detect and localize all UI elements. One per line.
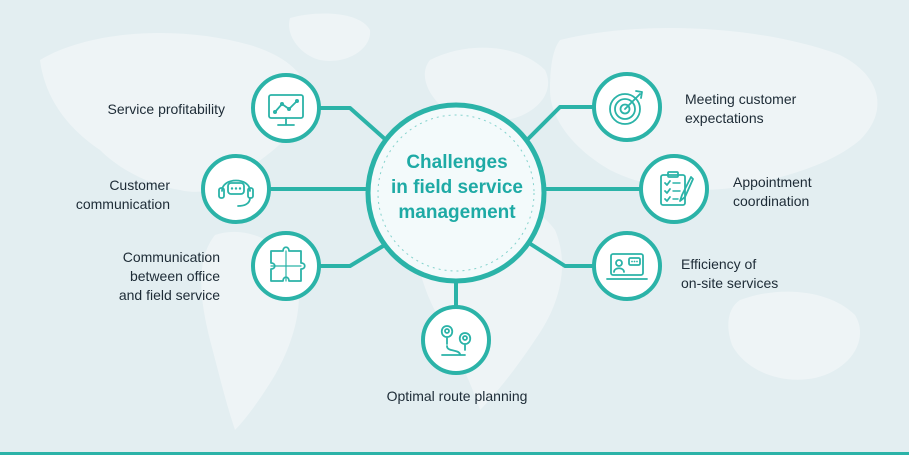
node-service-profitability — [251, 73, 321, 143]
connector-lines — [267, 105, 643, 309]
clipboard-checklist-icon — [660, 171, 694, 206]
node-circle-optimal-route-planning — [421, 305, 491, 375]
bottom-accent-line — [0, 452, 909, 455]
label-appointment-coordination: Appointment coordination — [733, 174, 812, 209]
connector-onsite-efficiency — [527, 241, 596, 268]
map-asia — [550, 28, 878, 190]
challenge-nodes — [201, 72, 709, 375]
node-office-field-communication — [251, 231, 321, 301]
label-meeting-customer-expectations: Meeting customer expectations — [685, 91, 797, 126]
node-circle-appointment-coordination — [639, 154, 709, 224]
node-meeting-customer-expectations — [592, 72, 662, 142]
label-onsite-efficiency: Efficiency of on-site services — [681, 256, 779, 291]
hub-title: Challenges in field service management — [390, 152, 523, 223]
label-customer-communication: Customer communication — [75, 177, 170, 212]
connector-service-profitability — [317, 106, 388, 142]
target-arrow-icon — [609, 90, 643, 125]
world-map-background — [40, 13, 878, 430]
node-appointment-coordination — [639, 154, 709, 224]
map-australia — [728, 291, 861, 380]
node-circle-onsite-efficiency — [592, 231, 662, 301]
map-north-america — [40, 33, 308, 192]
label-service-profitability: Service profitability — [107, 101, 226, 117]
hub-inner-dots — [377, 114, 535, 272]
node-circle-service-profitability — [251, 73, 321, 143]
puzzle-icon — [270, 246, 306, 282]
map-pins-route-icon — [440, 325, 472, 356]
connector-office-field-communication — [317, 241, 390, 268]
laptop-video-call-icon — [606, 253, 648, 280]
hub-circle — [365, 102, 547, 284]
map-greenland — [289, 13, 371, 61]
label-optimal-route-planning: Optimal route planning — [386, 388, 528, 404]
monitor-chart-icon — [268, 94, 304, 126]
node-onsite-efficiency — [592, 231, 662, 301]
node-customer-communication — [201, 154, 271, 224]
node-optimal-route-planning — [421, 305, 491, 375]
connector-meeting-customer-expectations — [525, 105, 596, 142]
headset-chat-icon — [218, 179, 254, 207]
label-office-field-communication: Communication between office and field s… — [118, 249, 220, 303]
hub-ring — [365, 102, 547, 284]
